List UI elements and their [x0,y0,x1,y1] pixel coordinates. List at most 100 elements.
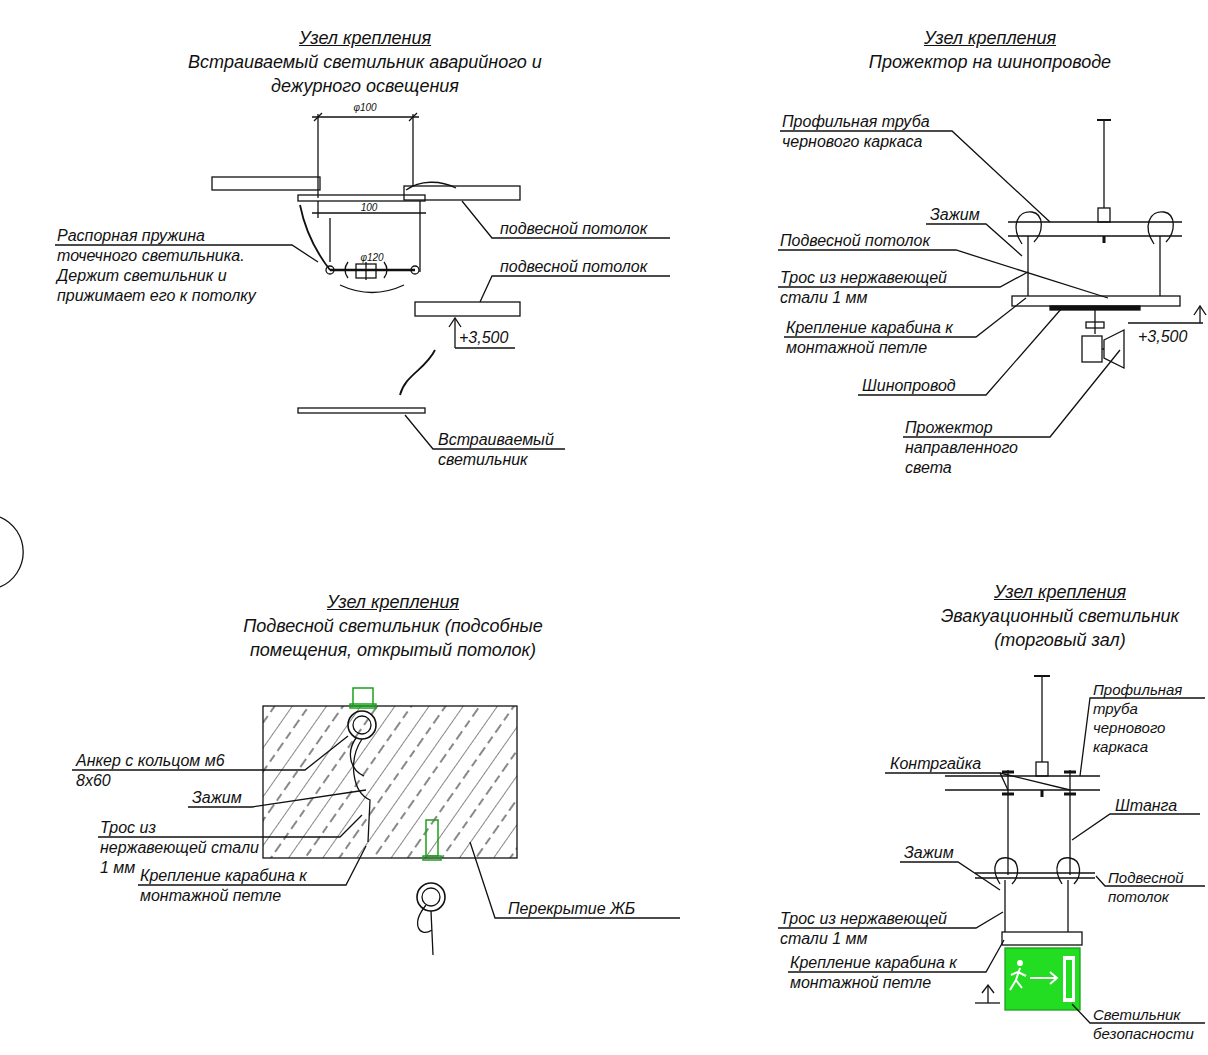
cable-loop [1148,212,1173,244]
dimension-line [329,218,330,262]
ceiling-panel [212,177,520,316]
ceiling-panel [1012,296,1180,306]
ceiling-panel [404,186,520,200]
hanger-rod [1036,762,1048,776]
cable-loop [1067,880,1068,932]
ceiling-panel [975,872,1095,873]
callout-label: Трос из нержавеющей стали 1 мм [780,268,980,308]
spotlight [1086,322,1104,328]
rod [1002,771,1014,774]
heading: Встраиваемый светильник аварийного и деж… [145,50,585,98]
leader-line [1000,773,1070,790]
level-mark [1199,306,1200,323]
lamp-plate [298,195,425,201]
callout-label: Трос из нержавеющей стали 1 мм [780,909,980,949]
downlight [365,262,366,280]
anchor [423,856,441,860]
callout-label: Крепление карабина к монтажной петле [140,866,350,906]
exit-sign [1030,977,1056,979]
cable-loop [1159,236,1160,296]
exit-sign [1066,960,1072,998]
concrete-slab [263,706,517,858]
level-mark: +3,500 [459,328,519,348]
level-mark [975,985,1000,1003]
hanger-rod [1103,236,1106,243]
dimension: 100 [349,202,389,213]
downlight [345,262,348,278]
callout-label: Профильная труба чернового каркаса [1093,680,1203,756]
cable-loop [1016,212,1173,296]
downlight [330,269,415,272]
hanger-rod [1103,120,1104,208]
exit-sign [1050,972,1057,984]
callout-label: Шинопровод [862,376,992,396]
hanger-rod [1041,676,1042,762]
concrete-slab [263,706,517,858]
anchor [350,704,376,708]
anchor [422,888,440,906]
lamp-plate [1002,932,1082,945]
lamp-plate [298,195,425,413]
hanger-rod [1097,119,1111,121]
leader-line [778,131,1120,437]
heading: Подвесной светильник (подсобные помещени… [213,614,573,662]
ceiling-panel [415,302,520,316]
callout-label: Профильная труба чернового каркаса [782,112,962,152]
callout-label: Подвесной потолок [1108,868,1203,906]
spring [406,182,456,190]
hanger-rod [1041,790,1044,797]
heading: Узел крепления [243,590,543,614]
rod [1069,770,1070,875]
rod [1064,771,1076,774]
busbar [1050,306,1140,310]
profile-pipe [1008,221,1182,222]
break-line [400,350,435,395]
cable-loop [1016,212,1041,244]
callout-label: Зажим [192,788,252,808]
anchor [426,820,438,856]
downlight [384,262,387,278]
spotlight [1104,330,1124,368]
downlight [340,285,404,293]
rod [1064,793,1076,796]
callout-label: Штанга [1115,796,1200,816]
leader-line [885,773,1008,790]
hanger-rod [1097,120,1111,243]
steel-cable [431,911,433,955]
profile-pipe [1008,222,1182,236]
dimension-line [412,114,413,186]
callout-label: Зажим [904,843,964,863]
ceiling-panel [975,877,1095,878]
hanger-rod [1034,676,1050,797]
exit-sign [1017,960,1023,966]
cable-loop [1027,236,1028,296]
dimension: φ100 [335,102,395,113]
dimension-line [312,113,426,272]
busbar [1050,306,1140,310]
dimension: φ120 [347,252,397,263]
level-mark [1128,306,1206,323]
leader-line [926,224,1022,256]
sheet-mark [0,517,23,587]
ceiling-panel [975,873,1095,878]
spotlight [1102,348,1104,349]
dimension-line [419,201,420,272]
leader-line [1072,814,1200,840]
hanger-rod [1098,208,1110,222]
spotlight [1082,336,1102,362]
callout-label: Подвесной потолок [780,231,980,251]
dimension-line [409,113,417,121]
exit-sign [1005,948,1080,1010]
callout-label: Контргайка [890,754,1000,774]
break-line [400,350,435,395]
sheet-mark [0,517,23,587]
anchor [348,688,445,911]
cable-loop [1004,880,1005,932]
exit-sign [1010,968,1026,990]
downlight [326,262,419,293]
leader-line [900,862,1000,890]
callout-label: Светильник безопасности [1093,1005,1203,1043]
spotlight [1082,310,1124,368]
profile-pipe [1008,235,1182,236]
